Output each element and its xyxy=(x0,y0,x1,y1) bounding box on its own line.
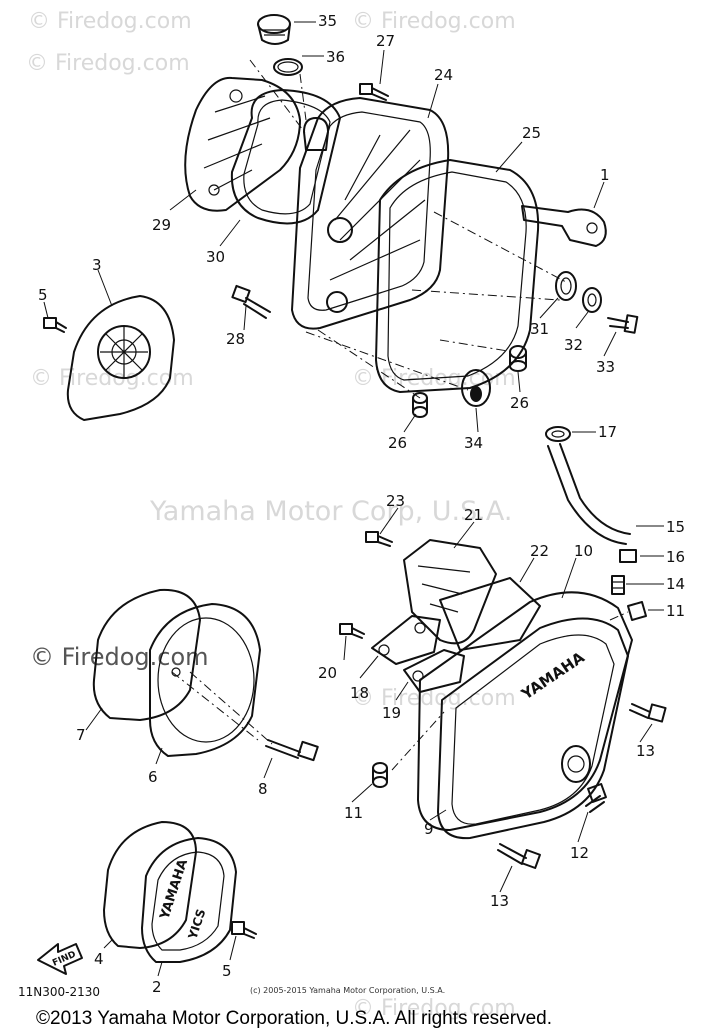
callout-27: 27 xyxy=(376,32,395,50)
part-36-o-ring xyxy=(273,58,303,76)
part-5-bolt-lower xyxy=(231,921,257,939)
part-13-bolt-lower xyxy=(497,843,541,869)
part-26-dowel-upper xyxy=(509,345,527,372)
callout-11-upper: 11 xyxy=(666,602,685,620)
callout-19: 19 xyxy=(382,704,401,722)
part-4-gasket xyxy=(103,821,197,949)
stator-cover-yamaha-logo: YAMAHA xyxy=(157,857,191,922)
callout-29: 29 xyxy=(152,216,171,234)
part-3-cover xyxy=(66,295,175,421)
callout-10: 10 xyxy=(574,542,593,560)
part-7-gasket xyxy=(92,588,201,721)
callout-5-upper: 5 xyxy=(38,286,48,304)
part-23-bolt xyxy=(365,531,393,547)
callout-1: 1 xyxy=(600,166,610,184)
part-25-cover-gasket xyxy=(375,159,540,393)
part-27-bolt xyxy=(359,83,389,101)
callout-30: 30 xyxy=(206,248,225,266)
part-28-bolt xyxy=(231,284,271,319)
part-22-gasket xyxy=(439,577,541,651)
part-8-bolt xyxy=(265,739,319,762)
watermark-firedog-lower-right: © Firedog.com xyxy=(352,686,516,711)
callout-25: 25 xyxy=(522,124,541,142)
watermark-firedog-dark: © Firedog.com xyxy=(30,643,209,671)
callout-4: 4 xyxy=(94,950,104,968)
stator-cover-emblem: YICS xyxy=(185,907,208,942)
callout-33: 33 xyxy=(596,358,615,376)
part-16-clip xyxy=(619,549,637,563)
assembly-lines-top xyxy=(249,59,567,399)
footer-copyright: ©2013 Yamaha Motor Corporation, U.S.A. A… xyxy=(36,1008,552,1029)
callout-6: 6 xyxy=(148,768,158,786)
part-32-washer xyxy=(582,287,602,313)
callout-32: 32 xyxy=(564,336,583,354)
part-13-bolt-upper xyxy=(629,703,667,723)
watermark-firedog-top-right: © Firedog.com xyxy=(352,9,516,34)
part-29-inner-cover xyxy=(184,76,301,212)
part-20-bolt xyxy=(339,623,365,639)
callout-17: 17 xyxy=(598,423,617,441)
small-copyright: (c) 2005-2015 Yamaha Motor Corporation, … xyxy=(250,986,445,995)
part-10-gasket xyxy=(417,591,633,831)
part-21-bracket xyxy=(403,539,497,645)
part-11-dowel-lower xyxy=(372,762,388,788)
callout-14: 14 xyxy=(666,575,685,593)
watermark-yamaha-corp: Yamaha Motor Corp, U.S.A. xyxy=(149,496,512,527)
part-19-plate xyxy=(403,649,465,693)
watermark-firedog-top-left: © Firedog.com xyxy=(28,9,192,34)
part-26-dowel-lower xyxy=(412,392,428,418)
part-17-clamp xyxy=(545,426,571,442)
part-30-gasket xyxy=(230,89,341,225)
callout-24: 24 xyxy=(434,66,453,84)
callout-13-upper: 13 xyxy=(636,742,655,760)
callout-26-upper: 26 xyxy=(510,394,529,412)
callout-7: 7 xyxy=(76,726,86,744)
part-12-bolt xyxy=(585,783,607,813)
callout-20: 20 xyxy=(318,664,337,682)
part-5-bolt-upper xyxy=(43,317,67,333)
part-14-fitting xyxy=(611,575,625,595)
part-11-plug-upper xyxy=(627,601,647,621)
find-arrow-icon: FIND xyxy=(37,943,83,975)
callout-18: 18 xyxy=(350,684,369,702)
leader-lines xyxy=(43,21,664,977)
callout-28: 28 xyxy=(226,330,245,348)
callout-23: 23 xyxy=(386,492,405,510)
callout-26-lower: 26 xyxy=(388,434,407,452)
callout-15: 15 xyxy=(666,518,685,536)
assembly-lines-bottom xyxy=(171,611,629,771)
callout-36: 36 xyxy=(326,48,345,66)
callout-16: 16 xyxy=(666,548,685,566)
callout-3: 3 xyxy=(92,256,102,274)
part-18-plate xyxy=(371,615,441,665)
clutch-cover-yamaha-logo: YAMAHA xyxy=(517,648,588,704)
callout-31: 31 xyxy=(530,320,549,338)
callout-12: 12 xyxy=(570,844,589,862)
callout-2: 2 xyxy=(152,978,162,996)
part-33-bolt xyxy=(607,314,639,334)
part-1-lever xyxy=(521,205,607,247)
callout-9: 9 xyxy=(424,820,434,838)
callout-8: 8 xyxy=(258,780,268,798)
callout-5-lower: 5 xyxy=(222,962,232,980)
callout-13-lower: 13 xyxy=(490,892,509,910)
callout-22: 22 xyxy=(530,542,549,560)
callout-35: 35 xyxy=(318,12,337,30)
watermark-firedog-left-2: © Firedog.com xyxy=(26,51,190,76)
callout-numbers: 35 36 27 24 25 1 3 5 29 30 28 31 32 33 2… xyxy=(38,12,685,996)
callout-34: 34 xyxy=(464,434,483,452)
part-35-filler-cap xyxy=(257,14,291,45)
part-24-crankcase-cover xyxy=(291,97,450,330)
diagram-code: 11N300-2130 xyxy=(18,985,100,999)
part-15-hose xyxy=(547,443,631,545)
part-31-oil-seal xyxy=(555,271,577,301)
callout-21: 21 xyxy=(464,506,483,524)
watermark-firedog-bottom: © Firedog.com xyxy=(352,996,516,1021)
part-6-stator-cover xyxy=(149,603,261,757)
callout-11-lower: 11 xyxy=(344,804,363,822)
